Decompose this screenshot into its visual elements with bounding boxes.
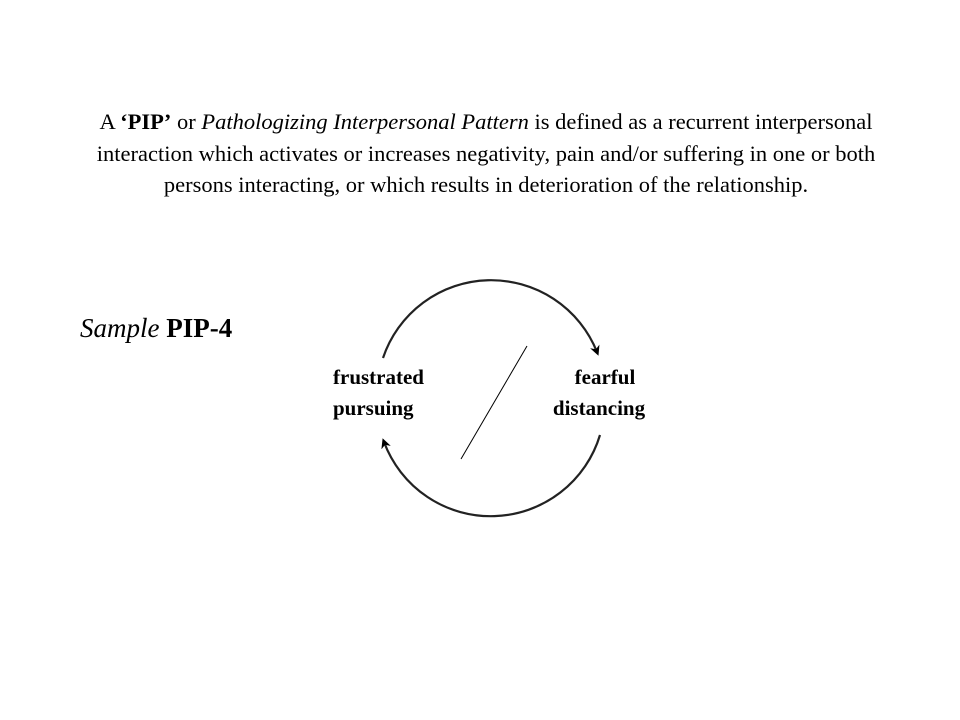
- right-label-line2: distancing: [552, 396, 646, 420]
- def-prefix: A: [99, 109, 121, 134]
- def-body: is defined as a recurrent interpersonal …: [96, 109, 876, 198]
- left-label: frustrated pursuing: [333, 362, 424, 424]
- def-quote-close: ’: [163, 109, 172, 134]
- def-acronym: PIP: [127, 109, 164, 134]
- bottom-cycle-arrow: [381, 434, 602, 518]
- left-label-line1: frustrated: [333, 365, 424, 389]
- sample-id: PIP-4: [166, 313, 233, 343]
- divider-slash: [460, 345, 528, 460]
- pip-definition: A ‘PIP’ or Pathologizing Interpersonal P…: [90, 106, 882, 201]
- sample-italic: Sample: [80, 313, 160, 343]
- def-or: or: [171, 109, 202, 134]
- right-label-line1: fearful: [574, 365, 636, 389]
- left-label-line2: pursuing: [333, 396, 414, 420]
- right-label: fearful distancing: [543, 362, 655, 424]
- top-cycle-arrow: [381, 279, 600, 359]
- def-term: Pathologizing Interpersonal Pattern: [201, 109, 529, 134]
- def-quote-open: ‘: [120, 109, 128, 134]
- sample-heading: Sample PIP-4: [80, 313, 232, 344]
